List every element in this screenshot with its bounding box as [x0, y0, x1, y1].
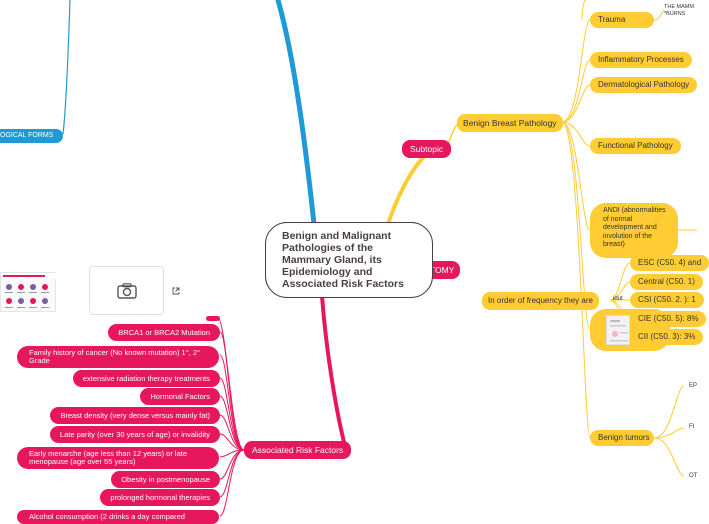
central-topic-overlay: Benign and Malignant Pathologies of the … [265, 222, 433, 298]
frequency-cie[interactable]: CIE (C50. 5): 8% [630, 311, 707, 327]
topic-benign-breast-pathology[interactable]: Benign Breast Pathology [457, 114, 563, 132]
topic-anatomical-forms[interactable]: OGICAL FORMS [0, 129, 64, 143]
tumor-note-epithelial: EP [689, 383, 698, 389]
tumor-note-fibro: FI [689, 424, 695, 430]
frequency-central[interactable]: Central (C50. 1) [630, 274, 703, 290]
benign-inflammatory-processes[interactable]: Inflammatory Processes [590, 52, 692, 68]
risk-alcohol[interactable]: Alcohol consumption (2 drinks a day comp… [17, 510, 219, 524]
risk-late-parity[interactable]: Late parity (over 30 years of age) or in… [49, 426, 220, 443]
benign-trauma[interactable]: Trauma [590, 12, 654, 28]
benign-tumors[interactable]: Benign tumors [590, 430, 654, 446]
external-link-icon[interactable] [172, 287, 180, 295]
infographic-thumbnail-icon [1, 273, 57, 308]
frequency-esc[interactable]: ESC (C50. 4) and [630, 255, 709, 271]
frequency-image-thumbnail [606, 315, 630, 345]
risk-hormonal-therapies[interactable]: prolonged hormonal therapies [100, 489, 220, 506]
frequency-cii[interactable]: CII (C50. 3): 3% [630, 329, 704, 345]
risk-hormonal-factors[interactable]: Hormonal Factors [140, 388, 220, 405]
document-thumbnail-icon [610, 320, 628, 342]
frequency-hidden-label: idut [613, 296, 623, 302]
image-placeholder[interactable] [89, 266, 164, 315]
frequency-csi[interactable]: CSI (C50. 2. ): 1 [630, 292, 704, 308]
benign-andi[interactable]: ANDI (abnormalities of normal developmen… [590, 203, 678, 258]
benign-dermatological-pathology[interactable]: Dermatological Pathology [590, 77, 698, 93]
trauma-note: THE MAMM *BURNS [664, 4, 694, 17]
collapsed-branch-marker[interactable] [206, 316, 220, 321]
topic-associated-risk-factors[interactable]: Associated Risk Factors [244, 441, 352, 459]
topic-subtopic[interactable]: Subtopic [402, 140, 452, 158]
risk-brca-mutation[interactable]: BRCA1 or BRCA2 Mutation [108, 324, 220, 341]
tumor-note-other: OT [689, 473, 698, 479]
risk-menarche-menopause[interactable]: Early menarche (age less than 12 years) … [17, 447, 219, 469]
risk-infographic-image[interactable] [0, 272, 57, 312]
risk-breast-density[interactable]: Breast density (very dense versus mainly… [50, 407, 220, 424]
risk-radiation-therapy[interactable]: extensive radiation therapy treatments [72, 370, 220, 387]
benign-functional-pathology[interactable]: Functional Pathology [590, 138, 681, 154]
topic-frequency-order[interactable]: In order of frequency they are [482, 292, 599, 310]
camera-icon [117, 283, 137, 299]
risk-family-history[interactable]: Family history of cancer (No known mutat… [17, 346, 219, 368]
risk-obesity[interactable]: Obesity in postmenopause [111, 471, 220, 488]
